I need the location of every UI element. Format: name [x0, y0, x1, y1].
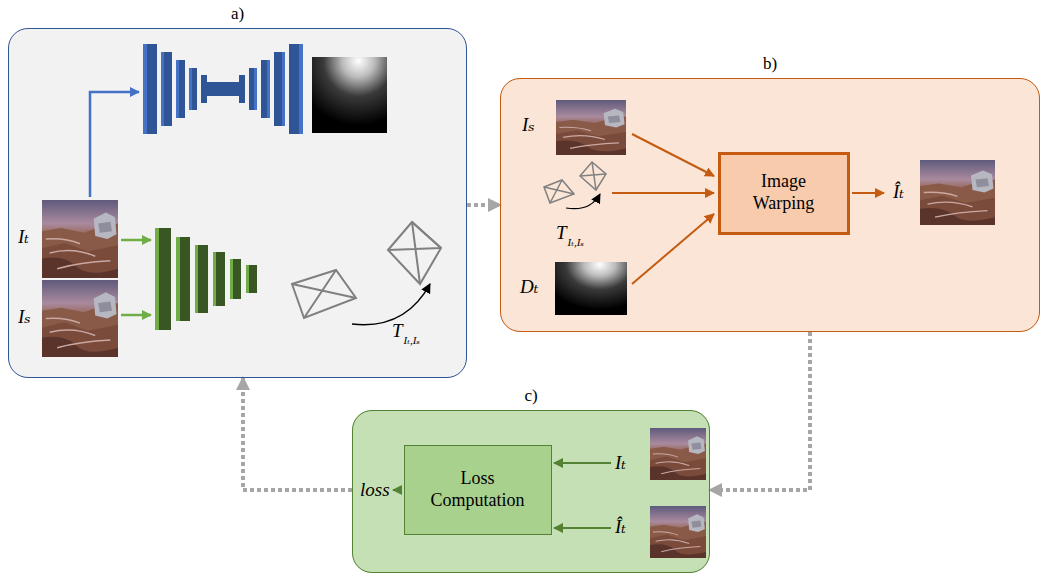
photo: [42, 200, 118, 278]
process-box: Image Warping: [718, 152, 850, 235]
symbol-label: T: [556, 222, 567, 243]
dashed-connector: [243, 378, 352, 490]
process-box: Loss Computation: [404, 445, 552, 535]
panel-heading: b): [763, 54, 777, 73]
subscript-label: Iₜ,Iₛ: [568, 236, 585, 248]
dashed-connector: [467, 203, 500, 207]
stage-panel: c)Loss Computation: [352, 410, 710, 573]
symbol-label: Îₜ: [615, 516, 626, 537]
panel-ground: [8, 28, 467, 378]
symbol-label: Iₛ: [18, 306, 31, 327]
symbol-label: loss: [360, 479, 390, 500]
depth-map: [555, 262, 627, 315]
symbol-label: Îₜ: [893, 181, 904, 202]
panel-ground: [352, 410, 710, 573]
photo: [650, 506, 706, 558]
symbol-label: Dₜ: [520, 276, 538, 297]
symbol-label: T: [392, 320, 403, 341]
pose-network: [121, 228, 257, 330]
photo: [42, 280, 118, 357]
camera-frustum: [544, 162, 606, 203]
symbol-label: Iₛ: [522, 114, 535, 135]
symbol-label: Iₜ: [615, 452, 626, 473]
panel-heading: c): [524, 386, 537, 405]
photo: [556, 100, 626, 155]
depth-network: [90, 44, 303, 197]
panel-heading: a): [231, 4, 244, 23]
photo: [920, 160, 995, 225]
box-label: Loss Computation: [425, 468, 530, 511]
symbol-label: Iₜ: [18, 226, 29, 247]
motion-arrow: [352, 284, 430, 325]
panel-ground: [500, 78, 1040, 332]
depth-map: [312, 57, 387, 133]
flow-arrow: [612, 134, 884, 284]
dashed-connector: [710, 332, 810, 490]
box-label: Image Warping: [744, 171, 824, 214]
subscript-label: Iₜ,Iₛ: [404, 334, 421, 346]
motion-arrow: [566, 194, 600, 209]
photo: [650, 428, 706, 480]
stage-panel: b)Image Warping: [500, 78, 1040, 332]
camera-frustum: [292, 222, 441, 318]
